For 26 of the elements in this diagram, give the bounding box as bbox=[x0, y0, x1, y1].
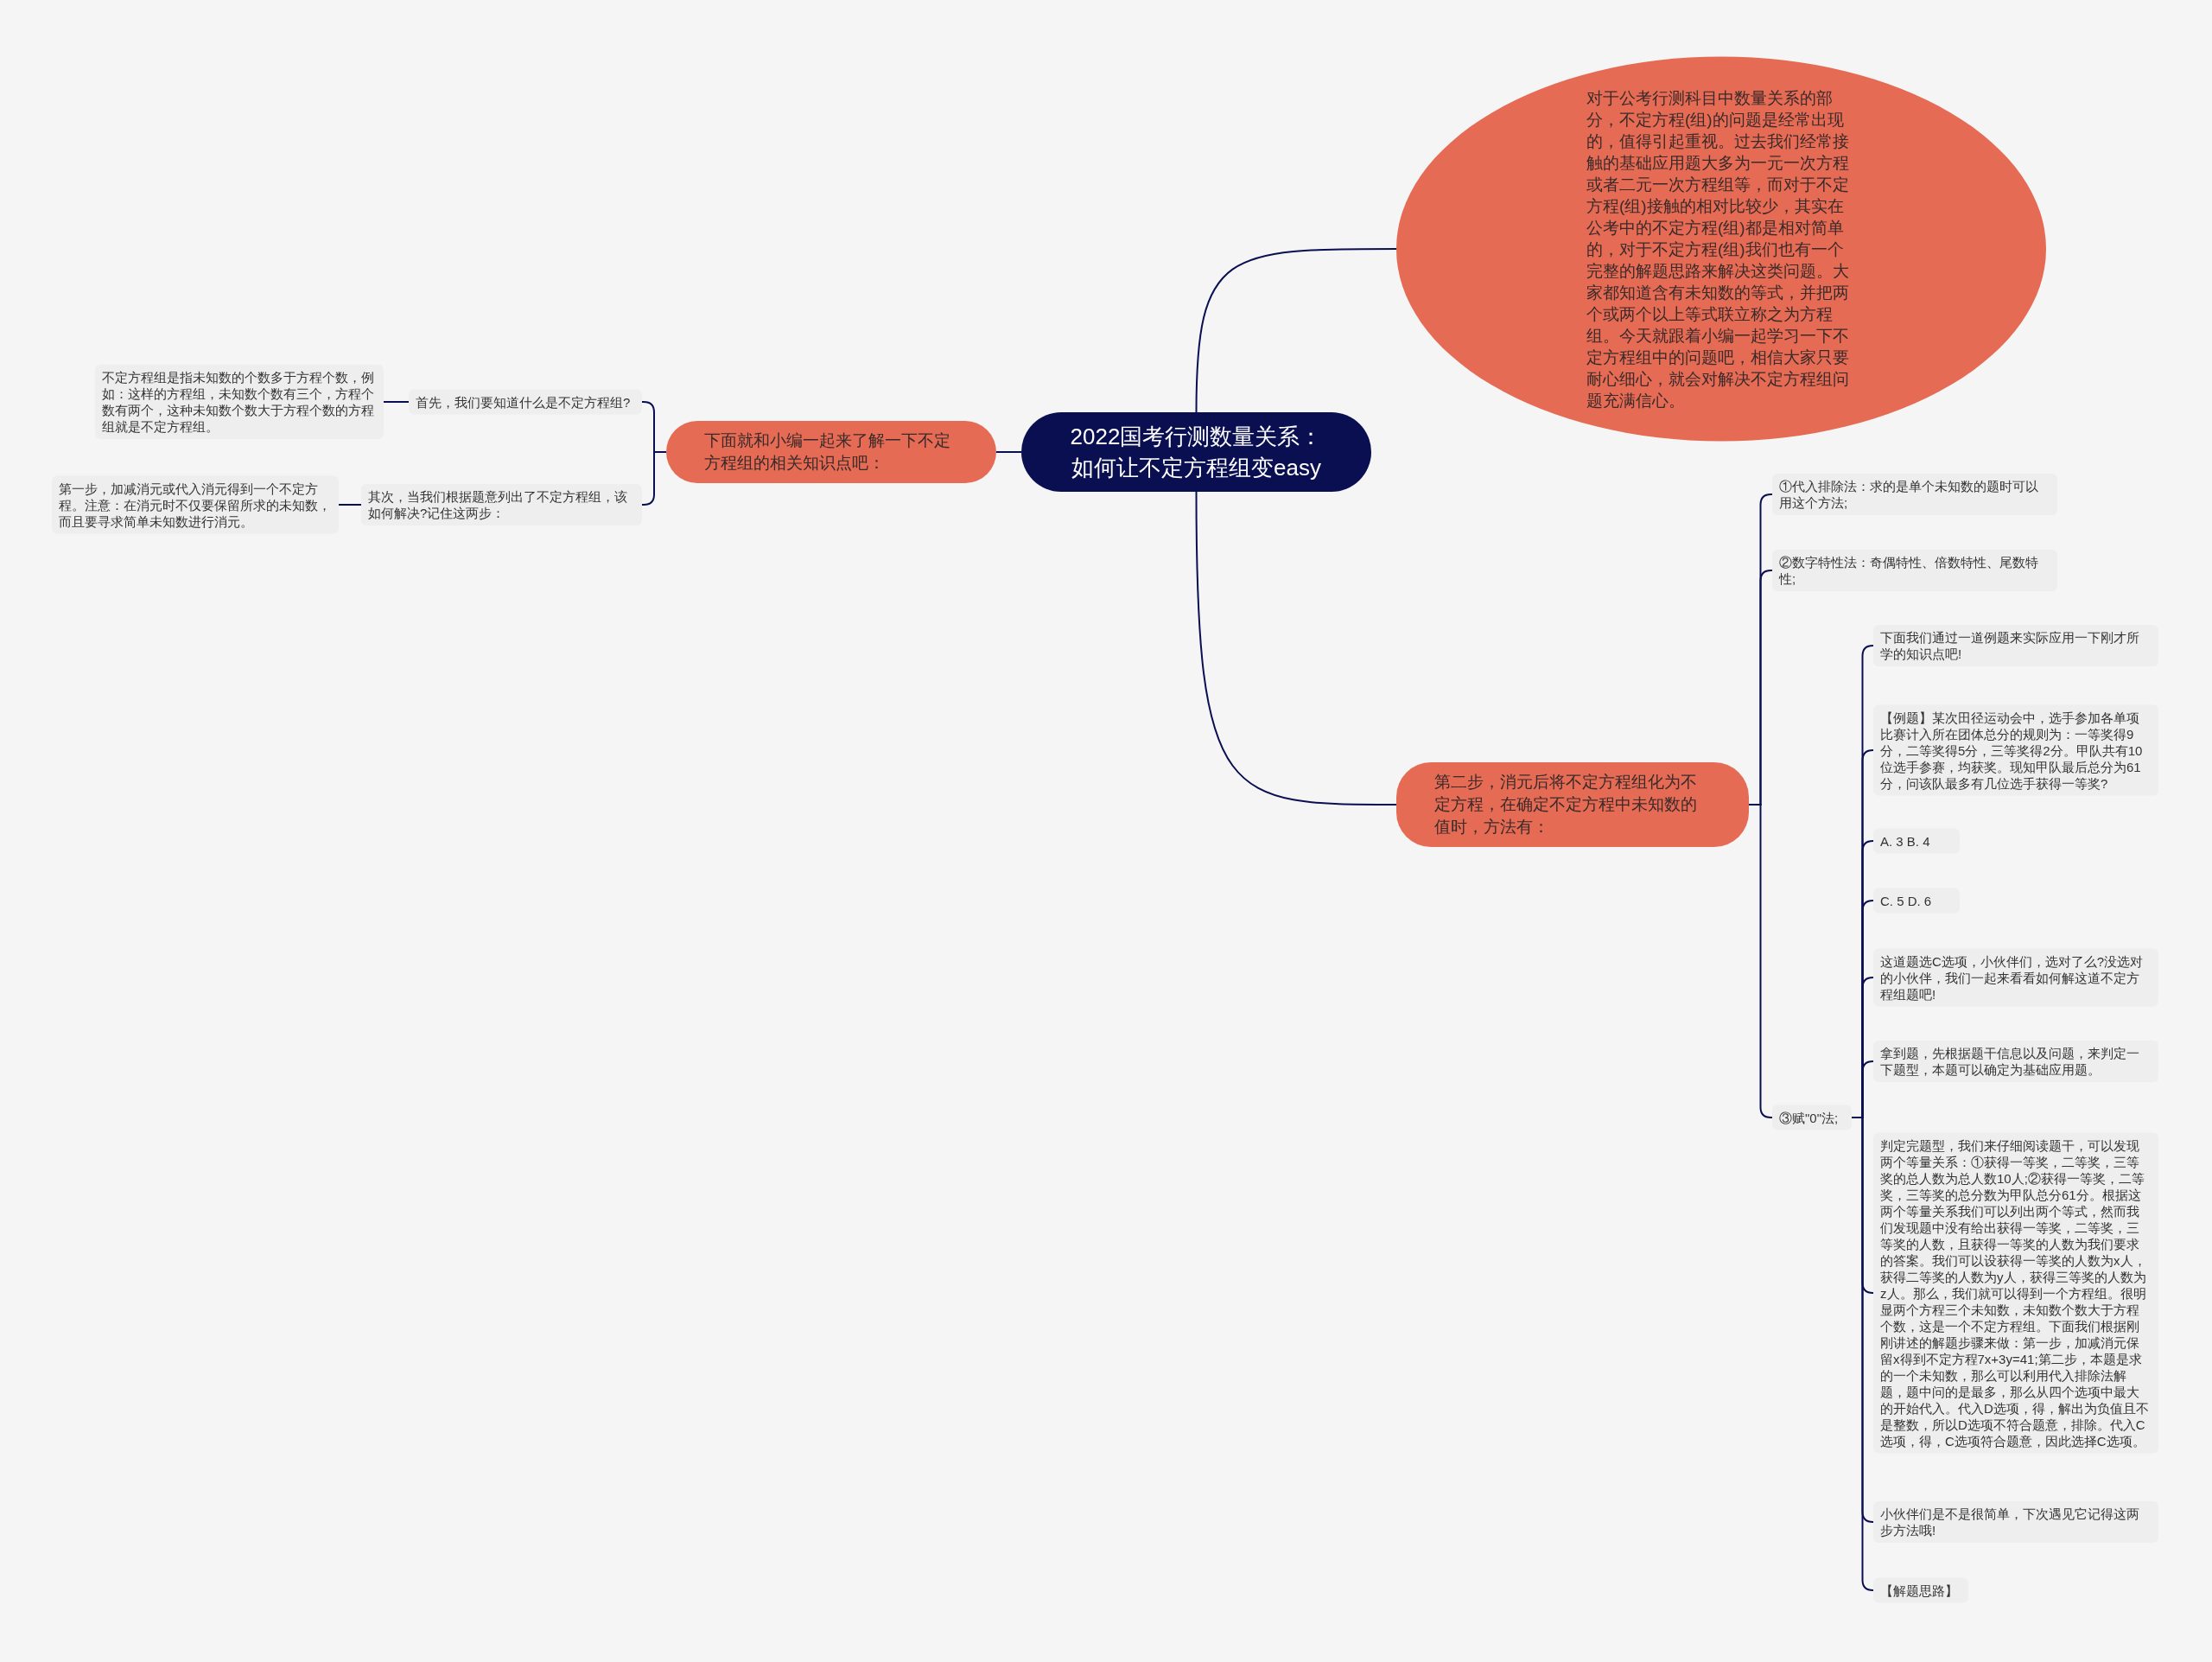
note-card: 不定方程组是指未知数的个数多于方程个数，例如：这样的方程组，未知数个数有三个，方程个数有两个，这种未知数个数大于方程个数的方程组就是不定方程组。 bbox=[95, 365, 384, 439]
connector-line bbox=[1195, 248, 1397, 413]
note-card: 【例题】某次田径运动会中，选手参加各单项比赛计入所在团体总分的规则为：一等奖得9分，二等奖得5分，三等奖得2分。甲队共有10位选手参赛，均获奖。现知甲队最后总分为61分，问该队最多有几位选手获得一等奖? bbox=[1873, 704, 2158, 796]
note-card: 第一步，加减消元或代入消元得到一个不定方程。注意：在消元时不仅要保留所求的未知数，而且要寻求简单未知数进行消元。 bbox=[52, 475, 339, 534]
note-card: ③赋"0"法; bbox=[1772, 1105, 1852, 1130]
note-card: 首先，我们要知道什么是不定方程组? bbox=[409, 389, 642, 415]
connector-line bbox=[641, 451, 667, 506]
note-card: 其次，当我们根据题意列出了不定方程组，该如何解决?记住这两步： bbox=[361, 484, 642, 525]
note-card: A. 3 B. 4 bbox=[1873, 828, 1960, 854]
note-card: 下面我们通过一道例题来实际应用一下刚才所学的知识点吧! bbox=[1873, 625, 2158, 666]
note-card: 判定完题型，我们来仔细阅读题干，可以发现两个等量关系：①获得一等奖，二等奖，三等奖的总人数为总人数10人;②获得一等奖，二等奖，三等奖的总分数为甲队总分61分。根据这两个等量关系我们可以列出两个等式，然而我们发现题中没有给出获得一等奖，二等奖，三等奖的人数，且获得一等奖的人数为我们要求的答案。我们可以设获得一等奖的人数为x人，获得二等奖的人数为y人，获得三等奖的人数为z人。那么，我们就可以得到一个方程组。很明显两个方程三个未知数，未知数个数大于方程个数，这是一个不定方程组。下面我们根据刚刚讲述的解题步骤来做：第一步，加减消元保留x得到不定方程7x+3y=41;第二步，本题是求的一个未知数，那么可以利用代入排除法解题，题中问的是最多，那么从四个选项中最大的开始代入。代入D选项，得，解出为负值且不是整数，所以D选项不符合题意，排除。代入C选项，得，C选项符合题意，因此选择C选项。 bbox=[1873, 1132, 2158, 1454]
note-card: 拿到题，先根据题干信息以及问题，来判定一下题型，本题可以确定为基础应用题。 bbox=[1873, 1041, 2158, 1082]
note-card: 小伙伴们是不是很简单，下次遇见它记得这两步方法哦! bbox=[1873, 1501, 2158, 1543]
connector-line bbox=[338, 504, 362, 506]
note-card: 【解题思路】 bbox=[1873, 1577, 1968, 1603]
connector-line bbox=[383, 401, 410, 403]
connector-line bbox=[995, 451, 1022, 453]
note-card: ①代入排除法：求的是单个未知数的题时可以用这个方法; bbox=[1772, 474, 2057, 515]
branch-topic: 下面就和小编一起来了解一下不定方程组的相关知识点吧： bbox=[666, 421, 996, 483]
note-card: 这道题选C选项，小伙伴们，选对了么?没选对的小伙伴，我们一起来看看如何解这道不定方程组题吧! bbox=[1873, 948, 2158, 1007]
central-topic: 2022国考行测数量关系：如何让不定方程组变easy bbox=[1021, 412, 1371, 492]
connector-line bbox=[1195, 491, 1397, 806]
intro-ellipse: 对于公考行测科目中数量关系的部分，不定方程(组)的问题是经常出现的，值得引起重视。过去我们经常接触的基础应用题大多为一元一次方程或者二元一次方程组等，而对于不定方程(组)接触的相对比较少，其实在公考中的不定方程(组)都是相对简单的，对于不定方程(组)我们也有一个完整的解题思路来解决这类问题。大家都知道含有未知数的等式，并把两个或两个以上等式联立称之为方程组。今天就跟着小编一起学习一下不定方程组中的问题吧，相信大家只要耐心细心，就会对解决不定方程组问题充满信心。 bbox=[1396, 56, 2046, 442]
branch-topic: 第二步，消元后将不定方程组化为不定方程，在确定不定方程中未知数的值时，方法有： bbox=[1396, 762, 1749, 847]
note-card: C. 5 D. 6 bbox=[1873, 888, 1960, 914]
note-card: ②数字特性法：奇偶特性、倍数特性、尾数特性; bbox=[1772, 550, 2057, 591]
